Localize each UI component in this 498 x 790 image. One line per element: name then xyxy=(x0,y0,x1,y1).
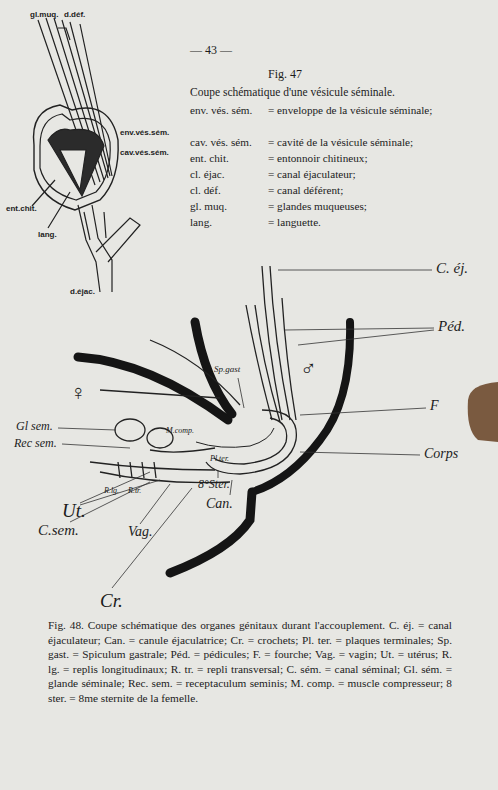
part-label: Ut. xyxy=(62,500,86,522)
legend-abbreviation: cav. vés. sém. xyxy=(190,136,252,149)
part-label: d.déf. xyxy=(64,10,85,19)
part-label: gl.muq. xyxy=(30,10,58,19)
part-label: ♂ xyxy=(300,356,317,381)
figure-title: Coupe schématique d'une vésicule séminal… xyxy=(190,86,395,99)
figure-caption: Fig. 48. Coupe schématique des organes g… xyxy=(48,618,452,706)
legend-abbreviation: cl. déf. xyxy=(190,184,221,197)
legend-abbreviation: cl. éjac. xyxy=(190,168,224,181)
part-label: d.éjac. xyxy=(70,287,95,296)
part-label: cav.vés.sém. xyxy=(120,148,169,157)
part-label: Can. xyxy=(206,496,233,512)
legend-meaning: = canal déférent; xyxy=(268,184,343,197)
part-label: C.sem. xyxy=(38,522,79,539)
part-label: env.vés.sém. xyxy=(120,128,169,137)
figure-number: Fig. 47 xyxy=(268,68,302,82)
legend-abbreviation: env. vés. sém. xyxy=(190,104,252,117)
part-label: Corps xyxy=(424,446,458,462)
finger xyxy=(468,382,498,442)
page-number: — 43 — xyxy=(190,44,232,58)
part-label: Cr. xyxy=(100,590,123,612)
legend-abbreviation: gl. muq. xyxy=(190,200,227,213)
leader-lines xyxy=(58,270,434,588)
legend-meaning: = glandes muqueuses; xyxy=(268,200,367,213)
legend-meaning: = canal éjaculateur; xyxy=(268,168,356,181)
part-label: 8°Ster. xyxy=(198,478,230,492)
part-label: Rec sem. xyxy=(14,437,57,451)
part-label: Vag. xyxy=(128,524,153,540)
part-label: Sp.gast xyxy=(214,364,240,374)
part-label: ♀ xyxy=(70,380,87,405)
legend-meaning: = cavité de la vésicule séminale; xyxy=(268,136,468,149)
part-label: ent.chit. xyxy=(6,204,37,213)
legend-meaning: = languette. xyxy=(268,216,321,229)
part-label: M.comp. xyxy=(166,426,194,435)
part-label: Péd. xyxy=(438,318,465,335)
legend-abbreviation: lang. xyxy=(190,216,212,229)
legend-meaning: = entonnoir chitineux; xyxy=(268,152,368,165)
legend-meaning: = enveloppe de la vésicule séminale; xyxy=(268,104,468,117)
part-label: Gl sem. xyxy=(16,420,53,434)
part-label: F xyxy=(430,398,439,414)
genital-organs xyxy=(90,266,296,483)
part-label: lang. xyxy=(38,230,57,239)
part-label: C. éj. xyxy=(436,260,468,277)
part-label: R.lg. xyxy=(104,486,119,495)
part-label: R.tr. xyxy=(128,486,141,495)
part-label: Pl.ter. xyxy=(210,454,229,463)
legend-abbreviation: ent. chit. xyxy=(190,152,229,165)
